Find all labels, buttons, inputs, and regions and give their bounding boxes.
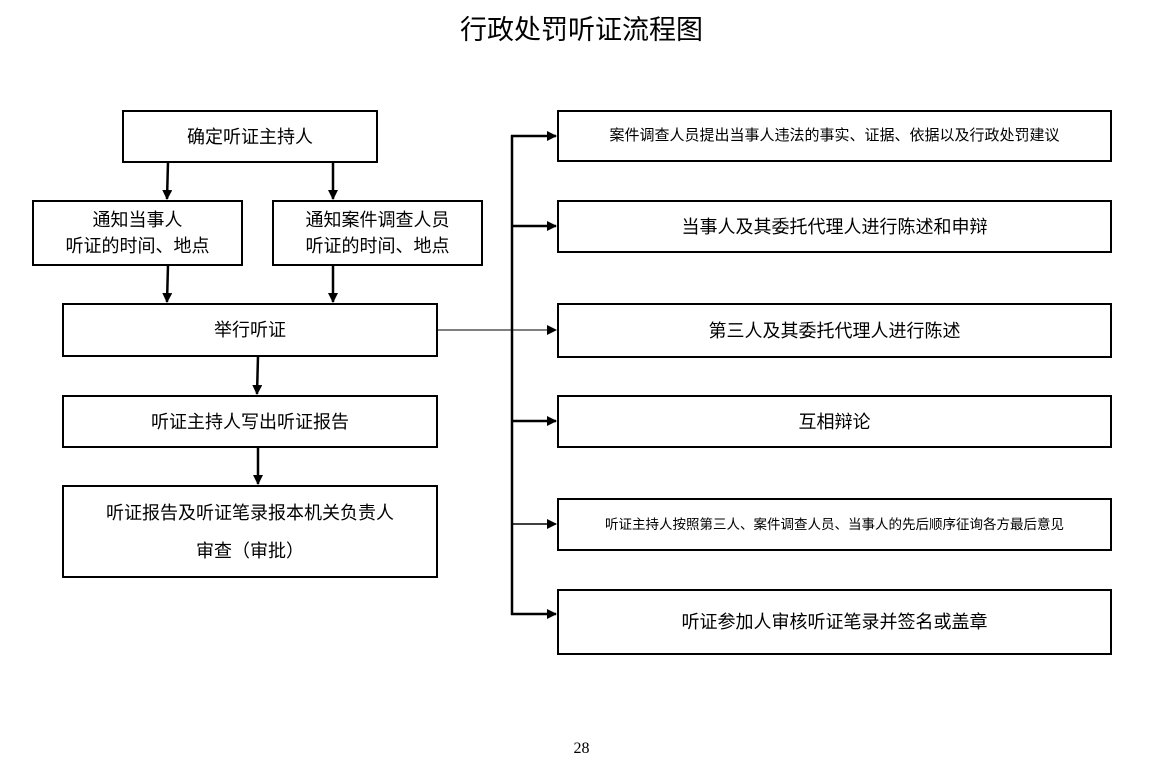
box-label: 听证的时间、地点 <box>65 236 210 256</box>
arrow-hearing-to-report <box>252 355 263 395</box>
box-hold-hearing: 举行听证 <box>62 303 438 357</box>
box-label: 通知当事人 <box>92 210 183 230</box>
box-label: 审查（审批） <box>196 540 304 561</box>
step-2: 当事人及其委托代理人进行陈述和申辩 <box>557 200 1112 253</box>
step-label: 案件调查人员提出当事人违法的事实、证据、依据以及行政处罚建议 <box>609 127 1060 144</box>
box-label: 举行听证 <box>214 320 286 340</box>
box-label: 听证主持人写出听证报告 <box>151 411 349 432</box>
step-label: 听证主持人按照第三人、案件调查人员、当事人的先后顺序征询各方最后意见 <box>605 516 1064 532</box>
step-1: 案件调查人员提出当事人违法的事实、证据、依据以及行政处罚建议 <box>557 110 1112 162</box>
box-submit-review: 听证报告及听证笔录报本机关负责人 审查（审批） <box>62 485 438 578</box>
step-6: 听证参加人审核听证笔录并签名或盖章 <box>557 589 1112 655</box>
page-title: 行政处罚听证流程图 <box>460 15 703 45</box>
box-label: 听证的时间、地点 <box>305 236 450 256</box>
step-3: 第三人及其委托代理人进行陈述 <box>557 303 1112 358</box>
step-label: 第三人及其委托代理人进行陈述 <box>708 320 961 341</box>
step-label: 听证参加人审核听证笔录并签名或盖章 <box>681 612 988 632</box>
step-label: 当事人及其委托代理人进行陈述和申辩 <box>681 216 988 237</box>
arrow-host-to-party <box>162 161 173 200</box>
box-notify-investigator: 通知案件调查人员 听证的时间、地点 <box>272 200 483 266</box>
step-label: 互相辩论 <box>798 411 871 432</box>
box-notify-party: 通知当事人 听证的时间、地点 <box>32 200 243 266</box>
page-number: 28 <box>573 740 590 757</box>
step-5: 听证主持人按照第三人、案件调查人员、当事人的先后顺序征询各方最后意见 <box>557 498 1112 551</box>
arrow-party-to-hearing <box>162 264 173 303</box>
box-write-report: 听证主持人写出听证报告 <box>62 395 438 448</box>
box-label: 确定听证主持人 <box>187 126 313 147</box>
box-label: 听证报告及听证笔录报本机关负责人 <box>106 502 394 523</box>
box-label: 通知案件调查人员 <box>305 210 450 230</box>
step-4: 互相辩论 <box>557 395 1112 448</box>
box-determine-host: 确定听证主持人 <box>122 110 378 163</box>
